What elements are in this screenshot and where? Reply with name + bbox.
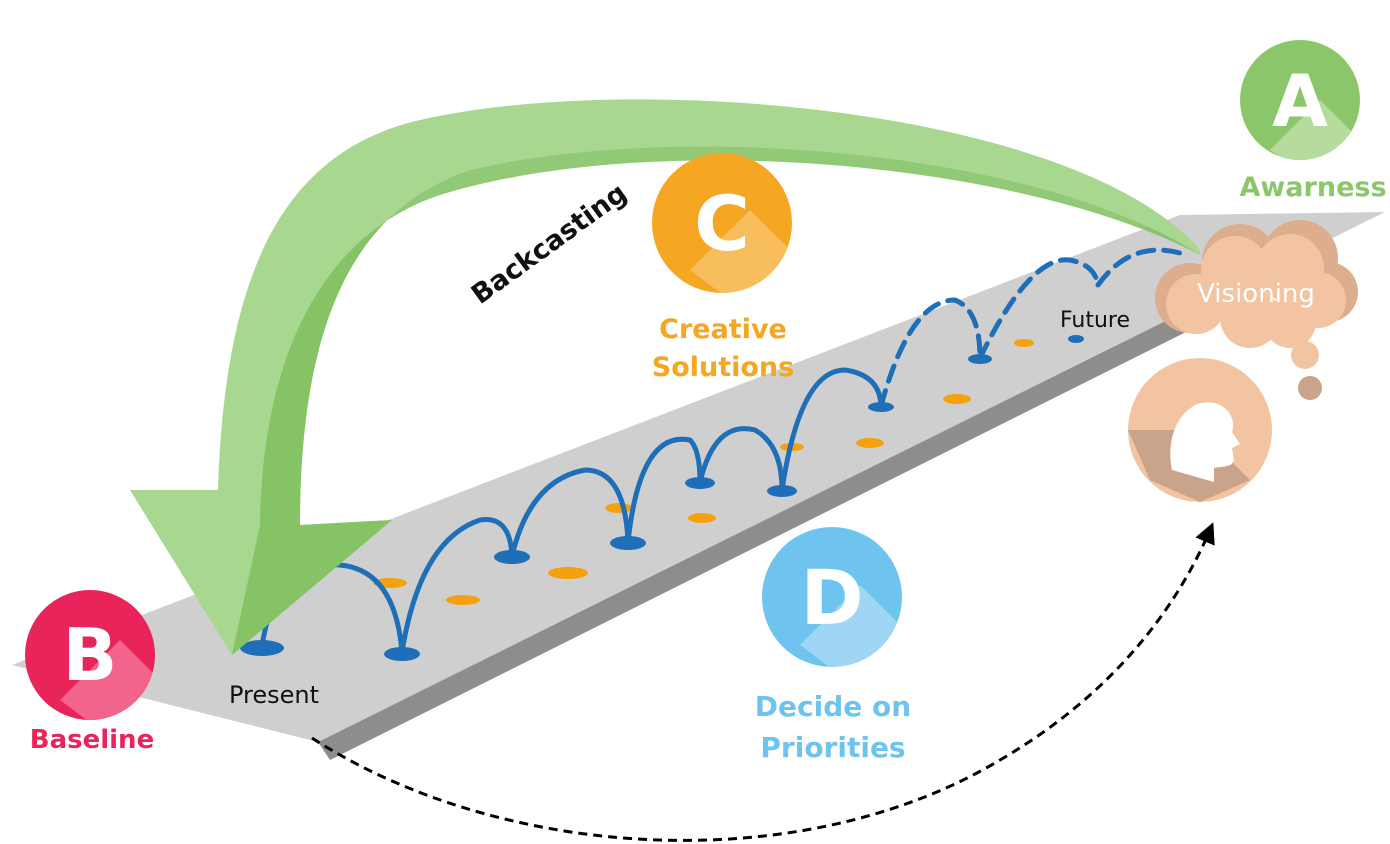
backcasting-label: Backcasting (466, 178, 633, 311)
step-foot (1068, 335, 1084, 343)
creative-label-line1: Creative (659, 314, 787, 345)
step-arc-future (977, 257, 1101, 361)
badge-d-letter: D (800, 553, 863, 642)
step-foot (868, 402, 894, 412)
step-foot (610, 536, 646, 550)
badge-awareness: A (1240, 40, 1360, 160)
decide-label-line1: Decide on (755, 690, 911, 723)
orange-dashes (373, 339, 1034, 605)
step-arc (509, 467, 631, 559)
present-label: Present (229, 681, 319, 709)
badge-baseline: B (25, 590, 155, 720)
vision-cloud (1155, 220, 1358, 400)
badge-creative: C (652, 153, 792, 293)
dash-marker (446, 595, 480, 605)
dash-marker (688, 513, 716, 523)
step-arc-future (1095, 247, 1183, 288)
cloud-bubble (1291, 341, 1319, 369)
step-foot (685, 477, 715, 489)
baseline-label: Baseline (30, 725, 154, 755)
step-foot (968, 354, 992, 364)
step-arc (779, 367, 884, 493)
decide-label-line2: Priorities (760, 731, 905, 764)
badge-d-shade (800, 585, 902, 667)
head-badge (1128, 358, 1272, 502)
creative-label-line2: Solutions (652, 352, 794, 383)
step-foot (767, 485, 797, 497)
future-label: Future (1060, 308, 1130, 333)
step-foot (494, 550, 530, 564)
step-foot (240, 640, 284, 656)
step-path (259, 247, 1183, 655)
feedback-arrow (311, 522, 1215, 842)
dash-marker (548, 567, 588, 579)
step-arc (697, 426, 785, 493)
step-feet (240, 335, 1084, 661)
badge-b-letter: B (63, 613, 118, 697)
dash-marker (605, 503, 633, 513)
cloud-bubble-small (1298, 376, 1322, 400)
badge-c-letter: C (694, 179, 750, 268)
visioning-label: Visioning (1197, 279, 1315, 309)
step-foot (384, 647, 420, 661)
badge-c-shade (690, 210, 792, 293)
dash-marker (856, 438, 884, 448)
badge-b-shade (60, 640, 155, 720)
awareness-label: Awarness (1239, 172, 1386, 203)
backcasting-arrow (130, 99, 1200, 656)
road-edge (318, 308, 1200, 760)
step-arc (399, 516, 515, 655)
badge-a-letter: A (1272, 59, 1328, 143)
dash-marker (943, 394, 971, 404)
step-arc-future (878, 297, 983, 409)
badge-decide: D (762, 527, 902, 667)
arrow-body (130, 99, 1200, 656)
step-arc (625, 436, 703, 545)
head-profile-icon (1170, 402, 1240, 482)
dash-marker (1014, 339, 1034, 347)
